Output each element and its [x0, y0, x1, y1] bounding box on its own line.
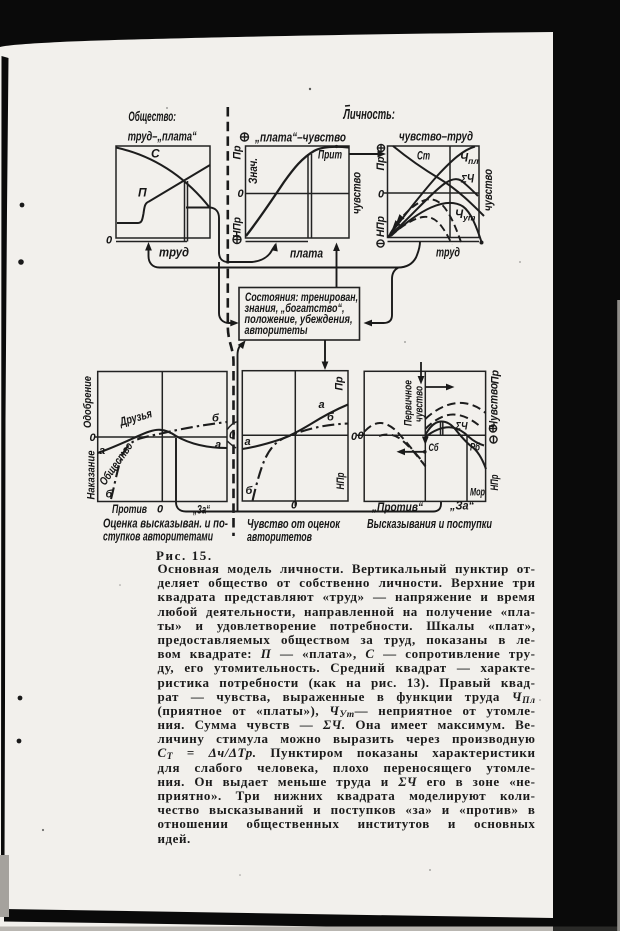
svg-text:0: 0 [378, 189, 385, 201]
svg-text:знания, „богатство“,: знания, „богатство“, [245, 301, 345, 315]
svg-text:0: 0 [291, 500, 298, 512]
svg-text:Чувство: Чувство [489, 383, 501, 428]
svg-text:Чувство от оценок: Чувство от оценок [247, 517, 340, 531]
svg-text:0: 0 [238, 188, 245, 200]
svg-text:труд: труд [436, 246, 460, 260]
svg-text:плата: плата [290, 247, 323, 261]
svg-text:авторитетов: авторитетов [247, 530, 312, 544]
svg-text:НПр: НПр [489, 474, 501, 490]
svg-text:труд–„плата“: труд–„плата“ [128, 129, 197, 144]
svg-text:Друзья: Друзья [117, 406, 153, 429]
svg-text:Рб: Рб [470, 442, 481, 454]
svg-text:чувство: чувство [414, 386, 426, 422]
svg-text:авторитеты: авторитеты [245, 323, 309, 337]
svg-text:0: 0 [90, 432, 97, 444]
svg-text:Прит: Прит [318, 148, 342, 162]
svg-text:Общество:: Общество: [128, 108, 176, 124]
svg-text:Знач.: Знач. [248, 158, 260, 184]
svg-text:Состояния: тренирован,: Состояния: тренирован, [245, 290, 358, 304]
svg-text:Пр: Пр [334, 376, 346, 390]
svg-text:„плата“–чувство: „плата“–чувство [254, 130, 346, 145]
svg-text:„Против“: „Против“ [371, 500, 423, 514]
svg-text:Одобрение: Одобрение [82, 376, 94, 428]
svg-text:Пр: Пр [375, 156, 387, 170]
svg-text:а: а [319, 399, 325, 411]
svg-text:Ст: Ст [417, 151, 430, 163]
svg-text:ступков авторитетами: ступков авторитетами [103, 530, 213, 544]
svg-text:труд: труд [159, 246, 189, 260]
svg-text:0: 0 [106, 235, 113, 247]
svg-text:Мор: Мор [470, 487, 485, 499]
svg-text:0: 0 [351, 431, 358, 443]
svg-text:Сб: Сб [429, 442, 440, 454]
svg-text:а: а [215, 439, 221, 451]
svg-text:ΣЧ: ΣЧ [460, 174, 475, 186]
svg-text:„За“: „За“ [449, 499, 474, 513]
svg-text:а: а [99, 445, 105, 457]
svg-text:б: б [327, 412, 335, 424]
svg-text:Пр: Пр [490, 370, 502, 384]
svg-text:б: б [106, 489, 114, 501]
svg-text:чувство: чувство [481, 169, 495, 211]
svg-text:Чут: Чут [455, 209, 476, 223]
svg-text:НПр: НПр [335, 472, 347, 489]
svg-text:Против: Против [112, 502, 147, 516]
svg-text:0: 0 [157, 504, 164, 516]
svg-text:Чпл: Чпл [460, 153, 479, 167]
svg-text:б: б [246, 485, 254, 497]
svg-text:Высказывания и поступки: Высказывания и поступки [367, 517, 492, 531]
svg-text:НПр: НПр [232, 217, 244, 238]
svg-text:б: б [212, 413, 220, 425]
svg-text:„За“: „За“ [192, 503, 210, 517]
svg-text:0: 0 [229, 430, 236, 442]
svg-text:ΣЧ: ΣЧ [455, 421, 468, 433]
svg-text:Пр: Пр [232, 145, 244, 159]
svg-text:Первичное: Первичное [403, 380, 415, 426]
svg-text:П: П [138, 186, 147, 200]
svg-text:чувство–труд: чувство–труд [399, 129, 473, 144]
svg-text:чувство: чувство [350, 172, 364, 214]
svg-text:Наказание: Наказание [86, 451, 98, 500]
svg-text:Оценка высказыван. и по-: Оценка высказыван. и по- [103, 517, 228, 531]
svg-text:0: 0 [358, 430, 365, 442]
svg-text:а: а [245, 436, 251, 448]
svg-text:Личность:: Личность: [343, 107, 395, 123]
svg-text:положение, убеждения,: положение, убеждения, [245, 312, 353, 326]
svg-text:С: С [151, 147, 160, 161]
svg-text:НПр: НПр [375, 216, 387, 237]
